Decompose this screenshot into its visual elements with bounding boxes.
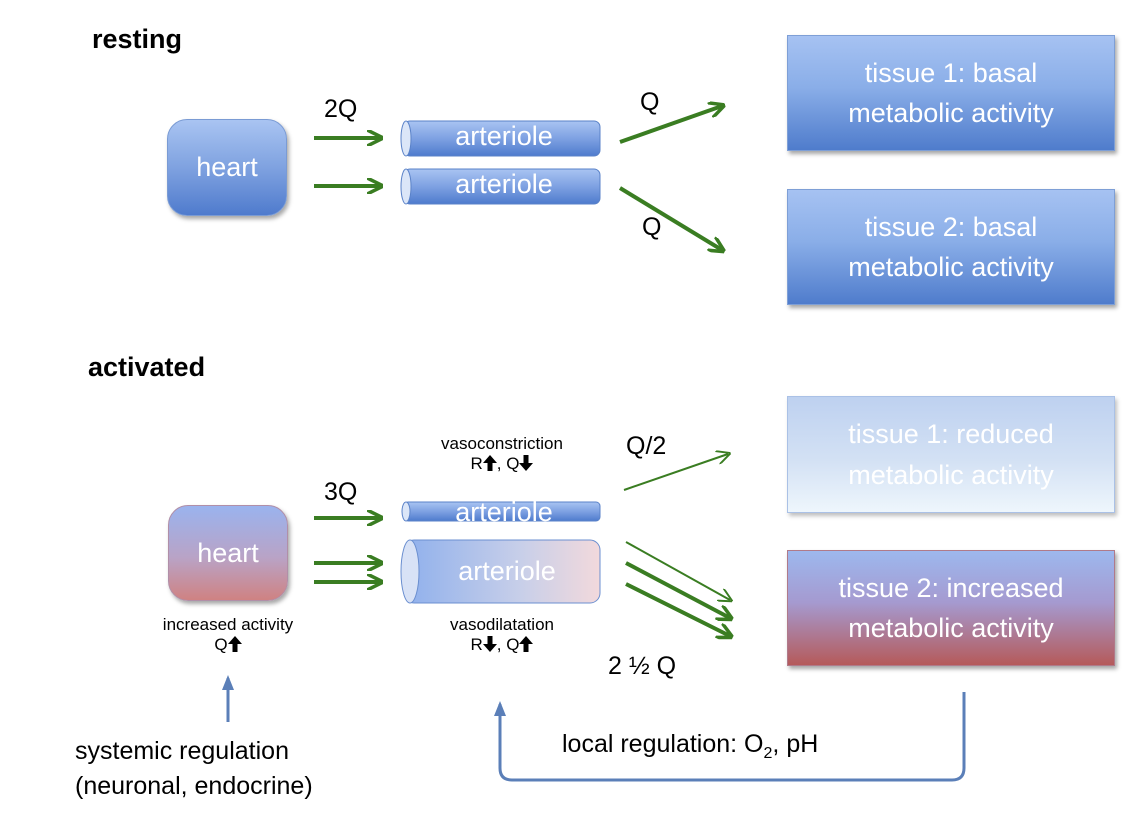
resting-tissue-2-box: tissue 2: basal metabolic activity	[787, 189, 1115, 305]
local-regulation-prefix: local regulation: O	[562, 730, 764, 758]
resting-inflow-arrows	[314, 138, 380, 186]
activated-tissue-2-box: tissue 2: increased metabolic activity	[787, 550, 1115, 666]
arrow-down-icon	[482, 636, 497, 652]
vasoconstriction-effect: R, Q	[402, 454, 602, 474]
resting-arteriole-bottom-label: arteriole	[455, 169, 553, 199]
systemic-regulation-line2: (neuronal, endocrine)	[75, 772, 313, 800]
vasoconstriction-separator: ,	[496, 454, 507, 473]
local-regulation-feedback-arrow	[494, 692, 966, 782]
activated-arteriole-bottom-label: arteriole	[458, 556, 556, 586]
local-regulation-subscript: 2	[763, 745, 773, 762]
vasoconstriction-note: vasoconstriction R, Q	[402, 434, 602, 474]
activated-tissue-1-line2: metabolic activity	[848, 459, 1054, 490]
resting-heart-label: heart	[196, 152, 258, 183]
resting-arteriole-bottom-tube	[400, 168, 601, 205]
vasodilatation-q: Q	[506, 635, 520, 654]
activated-heart-label: heart	[197, 537, 259, 568]
vasodilatation-r: R	[470, 635, 483, 654]
systemic-regulation-line1: systemic regulation	[75, 737, 289, 765]
vasoconstriction-label: vasoconstriction	[441, 434, 563, 453]
activated-inflow-arrows	[314, 518, 380, 582]
activated-tissue-1-line1: tissue 1: reduced	[848, 419, 1054, 449]
vasoconstriction-q: Q	[506, 454, 520, 473]
activated-heart-box: heart	[168, 505, 288, 601]
resting-outflow-arrows	[618, 106, 722, 250]
resting-flow-out-bottom-label: Q	[642, 213, 662, 241]
resting-arteriole-top-label: arteriole	[455, 121, 553, 151]
activated-arteriole-dilated-tube	[400, 539, 601, 604]
activated-flow-in-label: 3Q	[324, 478, 358, 506]
activated-heart-note-q: Q	[214, 635, 228, 654]
vasodilatation-effect: R, Q	[402, 635, 602, 655]
activated-tissue-2-line2: metabolic activity	[848, 613, 1054, 643]
activated-heart-note: increased activity Q	[128, 615, 328, 655]
vasodilatation-note: vasodilatation R, Q	[402, 615, 602, 655]
resting-tissue-1-box: tissue 1: basal metabolic activity	[787, 35, 1115, 151]
arrow-up-icon	[482, 455, 497, 471]
resting-tissue-1-line2: metabolic activity	[848, 98, 1054, 128]
arrow-down-icon	[519, 455, 534, 471]
local-regulation-suffix: , pH	[772, 730, 819, 758]
arrow-up-icon	[519, 636, 534, 652]
activated-title: activated	[88, 352, 206, 382]
resting-tissue-1-line1: tissue 1: basal	[864, 57, 1038, 88]
activated-flow-out-bottom-label: 2 ½ Q	[608, 652, 677, 680]
activated-arteriole-top-label: arteriole	[455, 497, 553, 527]
resting-title: resting	[92, 24, 183, 54]
activated-heart-note-line1: increased activity	[162, 615, 294, 634]
activated-outflow-arrows	[623, 454, 730, 636]
vasodilatation-separator: ,	[496, 635, 507, 654]
activated-flow-out-top-label: Q/2	[626, 432, 667, 460]
resting-tissue-2-line1: tissue 2: basal	[864, 211, 1038, 242]
activated-heart-note-line2: Q	[128, 635, 328, 655]
systemic-regulation-text: systemic regulation (neuronal, endocrine…	[75, 734, 313, 804]
local-regulation-text: local regulation: O2, pH	[562, 730, 818, 763]
resting-heart-box: heart	[167, 119, 287, 216]
activated-arteriole-constricted-tube	[401, 501, 601, 522]
activated-tissue-2-line1: tissue 2: increased	[838, 572, 1064, 603]
activated-tissue-1-box: tissue 1: reduced metabolic activity	[787, 396, 1115, 513]
resting-flow-in-label: 2Q	[324, 95, 358, 123]
resting-tissue-2-line2: metabolic activity	[848, 252, 1054, 282]
arrow-up-icon	[227, 636, 242, 652]
vasodilatation-label: vasodilatation	[450, 615, 554, 634]
resting-arteriole-top-tube	[400, 120, 601, 157]
resting-flow-out-top-label: Q	[640, 88, 660, 116]
vasoconstriction-r: R	[470, 454, 483, 473]
